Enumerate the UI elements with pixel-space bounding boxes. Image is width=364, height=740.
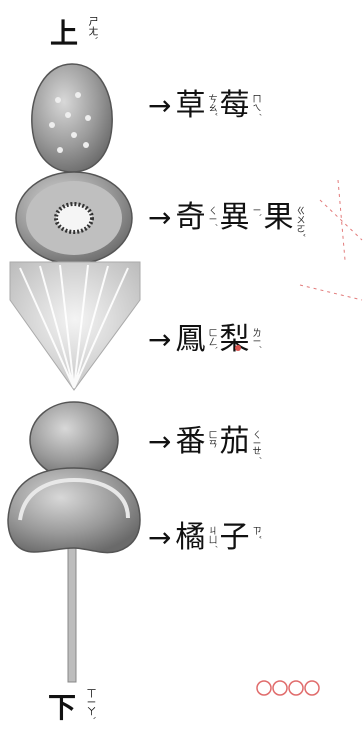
zhuyin: ㄧˋ bbox=[250, 206, 261, 218]
char: 梨ㄌㄧˊ bbox=[219, 318, 260, 362]
char: 果ㄍㄨㄛˇ bbox=[263, 196, 304, 240]
top-zhuyin-text: ㄕㄤˋ bbox=[86, 16, 97, 41]
arrow-icon: → bbox=[148, 89, 172, 122]
bottom-zhuyin: ㄒㄧㄚˋ bbox=[84, 688, 95, 724]
char: 奇ㄑㄧˊ bbox=[175, 196, 216, 240]
bottom-zhuyin-text: ㄒㄧㄚˋ bbox=[84, 688, 95, 721]
char-text: 草 bbox=[175, 88, 206, 123]
zhuyin: ㄇㄟˊ bbox=[250, 94, 261, 117]
bottom-label: 下 bbox=[48, 686, 76, 726]
arrow-icon: → bbox=[148, 201, 172, 234]
zhuyin: ㄑㄧㄝˊ bbox=[250, 430, 261, 460]
zhuyin: ㄍㄨㄛˇ bbox=[294, 206, 305, 238]
char: 茄ㄑㄧㄝˊ bbox=[219, 420, 260, 464]
char-text: 鳳 bbox=[175, 322, 206, 357]
label-row-1: → 草ㄘㄠˇ 莓ㄇㄟˊ bbox=[148, 84, 263, 128]
top-zhuyin: ㄕㄤˋ bbox=[86, 16, 97, 44]
orange-icon bbox=[7, 467, 141, 554]
arrow-icon: → bbox=[148, 425, 172, 458]
zhuyin: ㄌㄧˊ bbox=[250, 328, 261, 349]
char-text: 番 bbox=[175, 424, 206, 459]
char: 莓ㄇㄟˊ bbox=[219, 84, 260, 128]
zhuyin: ㄗˇ bbox=[250, 526, 261, 540]
bottom-char: 下 bbox=[48, 691, 77, 724]
zhuyin: ㄐㄩˊ bbox=[206, 526, 217, 549]
arrow-icon: → bbox=[148, 323, 172, 356]
char-text: 子 bbox=[219, 520, 250, 555]
char: 番ㄈㄢ bbox=[175, 420, 216, 464]
char: 鳳ㄈㄥˋ bbox=[175, 318, 216, 362]
zhuyin: ㄈㄢ bbox=[206, 430, 217, 448]
char-text: 茄 bbox=[219, 424, 250, 459]
strawberry-icon bbox=[31, 63, 113, 173]
pineapple-icon bbox=[9, 261, 141, 391]
char-text: 莓 bbox=[219, 88, 250, 123]
zhuyin: ㄘㄠˇ bbox=[206, 94, 217, 117]
char: 草ㄘㄠˇ bbox=[175, 84, 216, 128]
kiwi-icon bbox=[15, 171, 133, 265]
char: 異ㄧˋ bbox=[219, 196, 260, 240]
zhuyin: ㄈㄥˋ bbox=[206, 328, 217, 351]
char: 橘ㄐㄩˊ bbox=[175, 516, 216, 560]
char-text: 奇 bbox=[175, 200, 206, 235]
label-row-4: → 番ㄈㄢ 茄ㄑㄧㄝˊ bbox=[148, 420, 263, 464]
label-row-2: → 奇ㄑㄧˊ 異ㄧˋ 果ㄍㄨㄛˇ bbox=[148, 196, 307, 240]
char-text: 橘 bbox=[175, 520, 206, 555]
zhuyin: ㄑㄧˊ bbox=[206, 206, 217, 227]
label-row-3: → 鳳ㄈㄥˋ 梨ㄌㄧˊ bbox=[148, 318, 263, 362]
char: 子ㄗˇ bbox=[219, 516, 260, 560]
label-row-5: → 橘ㄐㄩˊ 子ㄗˇ bbox=[148, 516, 263, 560]
arrow-icon: → bbox=[148, 521, 172, 554]
char-text: 異 bbox=[219, 200, 250, 235]
top-label: 上 bbox=[50, 12, 78, 52]
char-text: 果 bbox=[263, 200, 294, 235]
char-text: 梨 bbox=[219, 322, 250, 357]
top-char: 上 bbox=[50, 17, 79, 50]
